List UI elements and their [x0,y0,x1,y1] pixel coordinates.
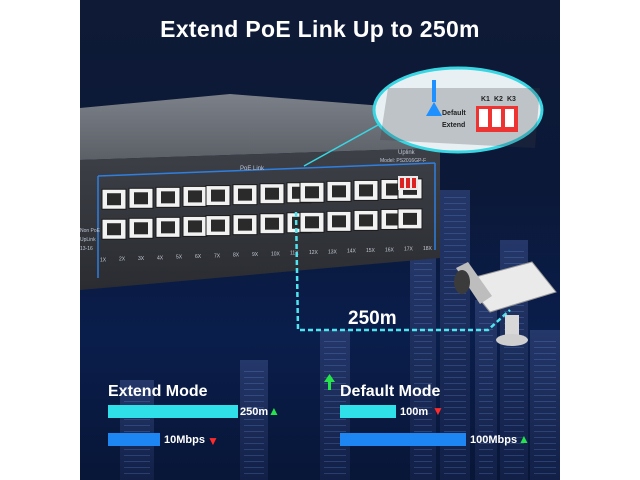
extend-speed-bar [108,433,160,446]
building [240,360,268,480]
building [530,330,560,480]
headline: Extend PoE Link Up to 250m [160,16,480,42]
default-distance-bar [340,405,396,418]
default-mode-label: Default Mode [340,383,441,400]
port-number: 17X [404,247,414,253]
default-speed-value: 100Mbps [470,434,518,446]
port-number: 7X [214,253,221,259]
dip-k2: K2 [494,96,503,103]
port-number: 4X [157,255,164,261]
side-label-3: 13-16 [80,246,93,252]
default-speed-bar [340,433,466,446]
down-arrow-icon: ▼ [432,404,444,418]
port-number: 6X [195,254,202,260]
building [440,190,470,480]
port-number: 1X [100,257,107,263]
up-arrow-icon: ▲ [268,404,280,418]
poe-link-label: PoE Link [240,166,265,172]
cable-distance-label: 250m [348,308,397,329]
security-camera [454,261,557,346]
uplink-label: Uplink [398,150,415,156]
port-number: 8X [233,253,240,259]
port-number: 18X [423,246,433,252]
port-number: 15X [366,248,376,254]
down-arrow-icon: ▼ [207,434,219,448]
port-number: 12X [309,250,319,256]
port-number: 16X [385,247,395,253]
dip-k3: K3 [507,96,516,103]
poe-switch: 1X 2X 3X 4X 5X 6X 7X 8X 9X 10X 11X 12X 13X 14X 15X 16X 1… [80,66,557,390]
port-number: 3X [138,256,145,262]
building [475,300,497,480]
port-number: 9X [252,252,259,258]
port-number: 2X [119,257,126,263]
extend-mode-label: Extend Mode [108,383,208,400]
port-number: 5X [176,255,183,261]
default-distance-value: 100m [400,406,429,418]
dip-k1: K1 [481,96,490,103]
dip-default-label: Default [442,110,466,117]
image-panel: Extend PoE Link Up to 250m 1X 2X 3X 4X 5X 6X 7… [80,0,560,480]
model-label: Model: PS2016GP-F [380,158,427,164]
up-arrow-icon: ▲ [518,432,530,446]
port-number: 13X [328,249,338,255]
side-label-2: UpLink [80,237,96,243]
port-number: 11X [290,251,299,257]
extend-distance-bar [108,405,238,418]
extend-distance-value: 250m [240,406,269,418]
extend-speed-value: 10Mbps [164,434,205,446]
side-label-1: Non PoE [80,228,101,234]
port-number: 14X [347,249,357,255]
building [120,380,154,480]
port-number: 10X [271,251,281,257]
dip-extend-label: Extend [442,122,466,129]
